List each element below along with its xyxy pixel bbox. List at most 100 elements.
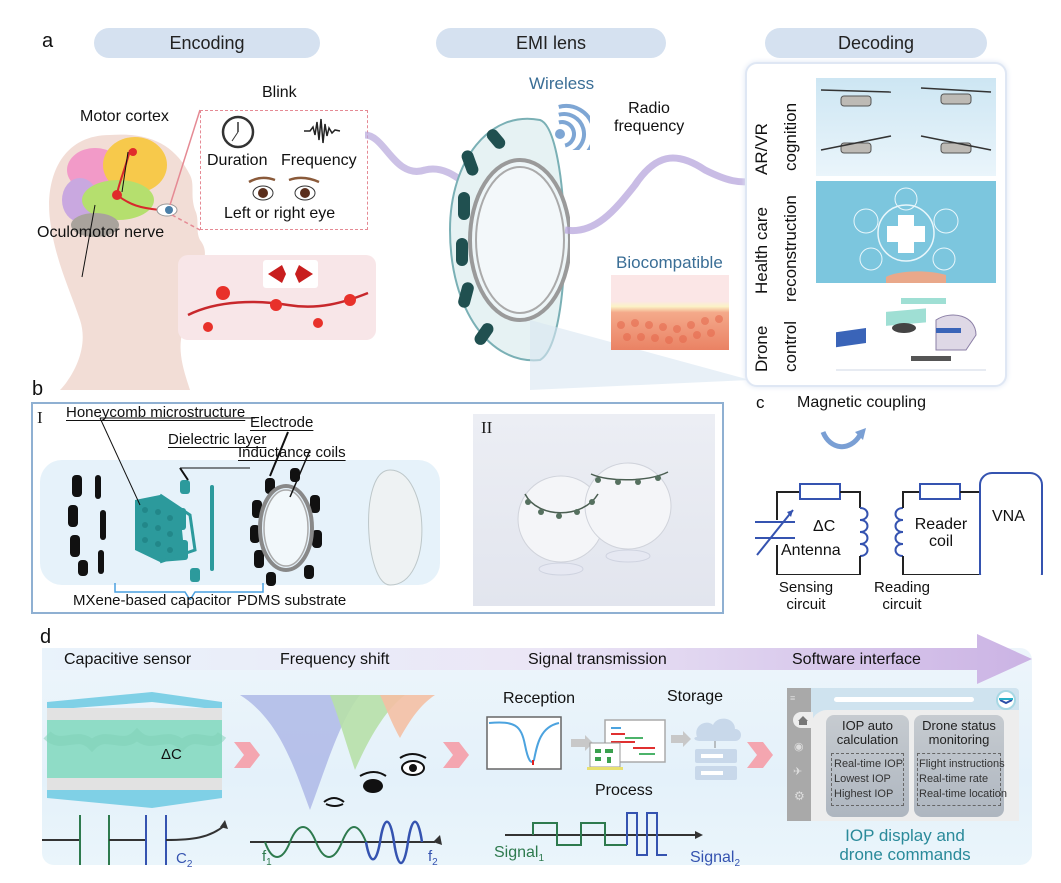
c2-label: C2 [176,850,192,870]
skin-tissue-image [611,275,729,350]
reader-coil-line2: coil [928,533,953,550]
drone-control-image [816,290,996,380]
electrode-pad [458,282,474,308]
iop-card-title-line2: calculation [836,732,899,747]
mxene-capacitor-label: MXene-based capacitor [73,592,232,609]
resonance-curve-orange [380,695,435,738]
electrode-label: Electrode [250,414,314,431]
electrode-pad [474,323,494,345]
f1-sub: 1 [266,857,272,868]
oculomotor-nerve-label: Oculomotor nerve [37,224,165,241]
panel-a-letter: a [42,30,54,52]
pdms-substrate-label: PDMS substrate [237,592,347,609]
decoding-row-health-line1: Health care [752,207,771,294]
iop-item: Lowest IOP [834,773,891,785]
panel-b-frame [31,402,724,614]
neuron-cell [270,299,282,311]
resonance-curve-blue [240,695,360,810]
drone-item: Real-time location [919,788,1008,800]
neuron-synapse-illustration [178,255,376,340]
cloud-icon [694,718,741,741]
health-care-image [816,181,996,283]
c2-base: C [176,850,187,867]
neuron-cell [313,318,323,328]
vna-box [979,472,1043,575]
home-icon[interactable] [793,712,813,728]
synapse-left [268,265,286,283]
flow-chevron-icon [747,742,773,768]
blink-box [200,110,368,230]
search-bar[interactable] [834,697,974,702]
reader-coil-label: Reader coil [913,516,969,550]
reading-circuit-line1: Reading [874,579,930,596]
decoding-row-arvr-line1: AR/VR [752,123,771,175]
antenna-coil [859,507,869,557]
electrode-pad [486,129,506,149]
electrode-ring-1 [68,475,106,576]
neuron-cell [203,322,213,332]
f2-label: f2 [428,848,438,868]
resonance-curve-green [330,695,405,770]
drone-status-card[interactable]: Drone status monitoring Flight instructi… [914,715,1008,817]
signal1-label: Signal1 [494,844,544,864]
brain-yellow-lobe [103,137,167,193]
decoding-header: Decoding [765,28,987,58]
reader-coil [894,507,904,557]
delta-c-sensor-label: ΔC [161,746,182,763]
frequency-waveform-icon [304,118,341,144]
eye-side-label: Left or right eye [224,205,336,222]
signal1-sub: 1 [538,853,545,865]
signal-processing-illustration [486,716,741,780]
electrode-pad [458,192,470,220]
sub-panel-i-label: I [37,408,43,427]
signal2-sub: 2 [734,858,741,870]
capacitive-sensor-illustration [42,692,228,865]
sensing-resistor [799,483,841,500]
dielectric-block [47,720,222,778]
half-open-eye-icon [359,771,387,793]
gear-icon[interactable]: ⚙ [794,789,805,803]
radio-frequency-line2: frequency [614,118,685,135]
reading-circuit-line2: circuit [882,596,922,613]
decoding-row-health-line2: reconstruction [781,195,800,302]
closed-eye-icon [323,797,345,807]
panel-b-letter: b [32,378,44,400]
signal2-base: Signal [690,849,735,866]
sensing-circuit-line2: circuit [786,596,826,613]
software-sidebar [787,688,811,821]
reading-resistor [919,483,961,500]
dielectric-layer [176,480,214,582]
digital-signal-illustration [505,812,703,856]
c2-sub: 2 [186,859,193,870]
vna-label: VNA [992,508,1025,525]
decoding-wave [565,154,760,235]
drone-icon[interactable]: ✈ [793,766,803,778]
stage-signal-transmission: Signal transmission [528,651,667,668]
wireless-signal-icon [555,104,590,150]
clock-icon [221,115,255,149]
signal2-label: Signal2 [690,849,740,869]
open-eye-icon [399,753,427,776]
iop-card[interactable]: IOP auto calculation Real-time IOP Lowes… [826,715,909,817]
dielectric-label: Dielectric layer [168,431,267,448]
neuron-cell [216,286,230,300]
stage-frequency-shift: Frequency shift [280,651,390,668]
caption-line2: drone commands [839,845,971,864]
duration-label: Duration [207,152,268,169]
frequency-label: Frequency [281,152,357,169]
logo-badge [996,690,1016,710]
flow-chevron-icon [234,742,260,768]
drone-item: Real-time rate [919,773,989,785]
brain-green-lobe [82,180,154,220]
reader-coil-line1: Reader [914,516,968,533]
honeycomb-label: Honeycomb microstructure [66,404,246,421]
head-brain-illustration [49,109,205,390]
inductance-coils-label: Inductance coils [238,444,346,461]
frequency-shift-illustration [240,695,442,865]
eye-icon[interactable]: ◉ [794,741,804,753]
signal-f1-wave [264,826,367,858]
emi-lens-header: EMI lens [436,28,666,58]
drones-image [816,78,996,176]
iop-item: Real-time IOP [834,758,904,770]
menu-icon[interactable]: ≡ [790,693,796,703]
